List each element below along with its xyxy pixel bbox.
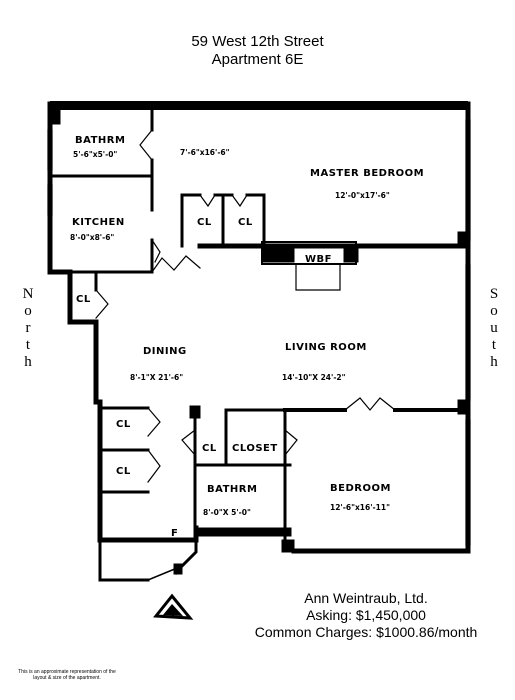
center-closets-walls	[193, 408, 292, 552]
column-block	[457, 231, 471, 247]
entry-door-block	[173, 563, 183, 575]
wbf-block-left	[261, 243, 295, 263]
closet-west-label: CL	[76, 294, 91, 305]
living-bedroom-door	[344, 397, 396, 411]
compass-letter: S	[489, 286, 499, 302]
top-wall-band	[50, 101, 468, 110]
bathroom-bottom-label: BATHRM	[207, 484, 257, 495]
wbf-hearth	[295, 263, 341, 291]
closet-center-label: CL	[202, 443, 217, 454]
disclaimer-note: This is an approximate representation of…	[18, 669, 116, 681]
compass-letter: r	[25, 320, 31, 336]
wbf-label: WBF	[305, 254, 332, 265]
center-closets-door	[181, 429, 298, 456]
closet-1-label: CL	[197, 217, 212, 228]
bathroom-bottom-slab	[194, 527, 292, 537]
closet-2-label: CL	[238, 217, 253, 228]
kitchen-door	[151, 239, 161, 263]
entry-arrow-icon	[153, 593, 194, 620]
closet-hall-2-label: CL	[116, 466, 131, 477]
living-room-dims: 14'-10"X 24'-2"	[282, 373, 346, 382]
bathroom-top-door	[139, 129, 153, 161]
column-block	[49, 103, 61, 125]
compass-letter: o	[490, 303, 498, 319]
compass-letter: h	[490, 354, 498, 370]
dining-label: DINING	[143, 346, 187, 357]
compass-south: S o u t h	[485, 286, 503, 371]
bathroom-top-dims: 5'-6"x5'-0"	[73, 150, 117, 159]
hall-door-swing	[151, 255, 201, 273]
foyer-wall	[98, 526, 198, 582]
compass-letter: t	[25, 337, 31, 353]
hall-closets-walls	[98, 406, 150, 494]
foyer-label: F	[171, 528, 178, 539]
bathroom-bottom-walls	[193, 463, 292, 534]
living-room-label: LIVING ROOM	[285, 342, 367, 353]
column-block	[281, 539, 295, 553]
dining-dims: 8'-1"X 21'-6"	[130, 373, 183, 382]
address-line: 59 West 12th Street	[191, 33, 324, 50]
bedroom-dims: 12'-6"x16'-11"	[330, 503, 390, 512]
broker-name: Ann Weintraub, Ltd.	[304, 590, 428, 606]
compass-letter: h	[24, 354, 32, 370]
apartment-line: Apartment 6E	[211, 51, 304, 68]
kitchen-walls	[48, 174, 154, 274]
closet-west-door	[95, 289, 109, 319]
wbf-block-right	[343, 243, 359, 263]
master-bedroom-label: MASTER BEDROOM	[310, 168, 424, 179]
compass-letter: o	[24, 303, 32, 319]
kitchen-dims: 8'-0"x8'-6"	[70, 233, 114, 242]
kitchen-label: KITCHEN	[72, 217, 125, 228]
window-east	[465, 119, 471, 546]
common-charges: Common Charges: $1000.86/month	[254, 624, 478, 640]
hall-closets-doors	[147, 407, 161, 483]
column-block	[189, 405, 201, 419]
entry-arrow-fill	[163, 604, 183, 616]
bedroom-label: BEDROOM	[330, 483, 391, 494]
closets-top-doors	[199, 194, 248, 208]
compass-letter: N	[22, 286, 34, 302]
window-west	[47, 129, 53, 216]
asking-price: Asking: $1,450,000	[306, 607, 426, 623]
closet-hall-1-label: CL	[116, 419, 131, 430]
closet-big-label: CLOSET	[232, 443, 278, 454]
walls	[47, 101, 471, 582]
master-bedroom-dims: 12'-0"x17'-6"	[335, 191, 390, 200]
compass-north: N o r t h	[19, 286, 37, 371]
bathroom-bottom-dims: 8'-0"X 5'-0"	[203, 508, 251, 517]
compass-letter: t	[491, 337, 497, 353]
closet-west-walls	[68, 270, 98, 292]
bathroom-top-label: BATHRM	[75, 135, 125, 146]
hall-top-dims: 7'-6"x16'-6"	[180, 148, 230, 157]
compass-letter: u	[490, 320, 498, 336]
column-block	[457, 399, 471, 415]
closets-top-walls	[180, 193, 266, 248]
